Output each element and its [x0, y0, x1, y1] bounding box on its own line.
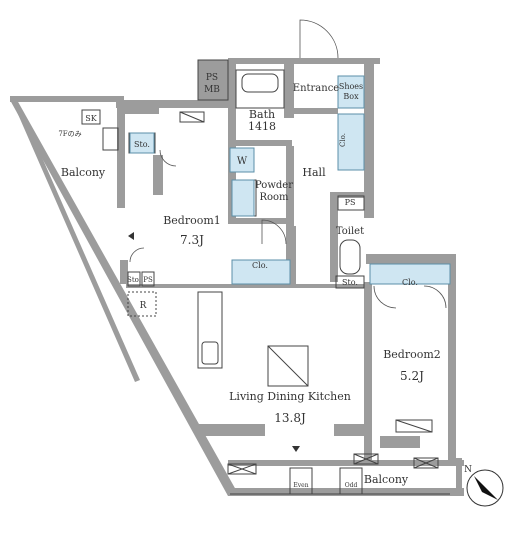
shoes-box-label-1: Shoes	[339, 82, 363, 91]
bedroom1-size-label: 7.3J	[180, 233, 204, 247]
w-label: W	[237, 156, 248, 167]
bedroom2-name-label: Bedroom2	[383, 348, 441, 361]
clo-entrance-label: Clo.	[339, 133, 347, 147]
closets	[129, 75, 451, 285]
room-labels: PS MB Bath 1418 Entrance Shoes Box SK 7F…	[58, 73, 440, 489]
bedroom1-name-label: Bedroom1	[163, 214, 221, 227]
bedroom2-size-label: 5.2J	[400, 369, 424, 383]
hall-label: Hall	[302, 166, 326, 179]
powder-room-label-1: Powder	[255, 180, 293, 191]
doors	[129, 19, 447, 309]
ps-mb-label-ps: PS	[206, 73, 218, 83]
balcony-bottom-label: Balcony	[364, 473, 409, 486]
sk-label: SK	[85, 114, 97, 123]
ps-mb-label-mb: MB	[204, 85, 220, 95]
clo-bedroom2-label: Clo.	[402, 278, 418, 287]
balcony-left-label: Balcony	[61, 166, 106, 179]
sk-note-label: 7Fのみ	[58, 130, 81, 138]
sto-toilet-label: Sto.	[342, 278, 358, 287]
entrance-label: Entrance	[293, 83, 340, 94]
powder-room-label-2: Room	[259, 192, 289, 203]
r-label: R	[140, 301, 147, 311]
sto-ldk-label: Sto.	[127, 276, 141, 284]
bath-label: Bath	[249, 108, 275, 121]
ldk-size-label: 13.8J	[274, 411, 306, 425]
toilet-label: Toilet	[336, 226, 364, 237]
sto-bedroom1-label: Sto.	[134, 140, 150, 149]
clo-bedroom1-label: Clo.	[252, 261, 268, 270]
even-label: Even	[293, 482, 308, 489]
compass-arrow-icon	[474, 476, 498, 500]
north-compass: N	[464, 465, 504, 507]
ps-ldk-label: PS	[143, 276, 153, 284]
ldk-name-label: Living Dining Kitchen	[229, 390, 351, 403]
bath-size-label: 1418	[248, 120, 276, 133]
odd-label: Odd	[345, 482, 358, 489]
walls	[10, 58, 464, 496]
north-label: N	[464, 465, 472, 475]
shoes-box-label-2: Box	[343, 92, 359, 101]
ps-hall-label: PS	[345, 198, 356, 207]
bedroom1-entry-marker	[128, 232, 134, 240]
ldk-entry-marker	[292, 446, 300, 452]
